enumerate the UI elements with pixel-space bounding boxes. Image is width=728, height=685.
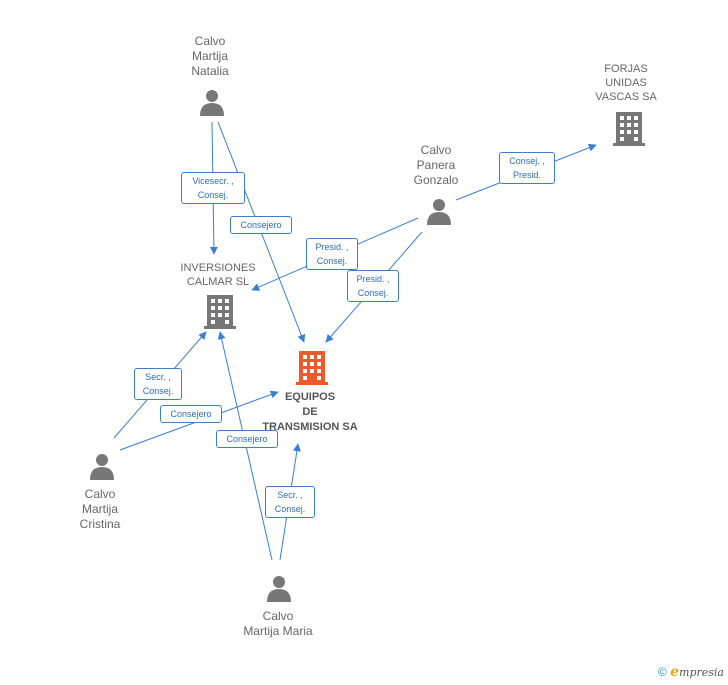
footer-brand: © empresia	[658, 664, 724, 680]
person-icon[interactable]	[88, 452, 116, 480]
node-inversiones-label: INVERSIONES CALMAR SL	[180, 262, 256, 288]
edge-label-cristina-equipos[interactable]: Consejero	[160, 405, 222, 423]
building-icon[interactable]	[296, 351, 328, 385]
brand-logo: empresia	[670, 664, 724, 680]
building-icon[interactable]	[204, 295, 236, 329]
person-icon[interactable]	[198, 88, 226, 116]
edge-label-gonzalo-equipos[interactable]: Presid. , Consej.	[347, 270, 399, 302]
copyright-icon: ©	[657, 665, 667, 679]
node-forjas-label: FORJAS UNIDAS VASCAS SA	[595, 63, 657, 103]
edge-label-gonzalo-inversiones[interactable]: Presid. , Consej.	[306, 238, 358, 270]
edge-label-cristina-inversiones[interactable]: Secr. , Consej.	[134, 368, 182, 400]
node-gonzalo-label: Calvo Panera Gonzalo	[413, 143, 459, 187]
person-icon[interactable]	[265, 574, 293, 602]
edge-label-gonzalo-forjas[interactable]: Consej. , Presid.	[499, 152, 555, 184]
edge-label-natalia-inversiones[interactable]: Vicesecr. , Consej.	[181, 172, 245, 204]
node-cristina-label: Calvo Martija Cristina	[79, 487, 121, 531]
building-icon[interactable]	[613, 112, 645, 146]
node-maria-label: Calvo Martija Maria	[243, 609, 313, 638]
node-natalia-label: Calvo Martija Natalia	[191, 34, 229, 78]
edge-label-maria-inversiones[interactable]: Consejero	[216, 430, 278, 448]
edge-label-maria-equipos[interactable]: Secr. , Consej.	[265, 486, 315, 518]
edge-label-natalia-equipos[interactable]: Consejero	[230, 216, 292, 234]
node-equipos-label: EQUIPOS DE TRANSMISION SA	[262, 391, 358, 433]
person-icon[interactable]	[425, 197, 453, 225]
